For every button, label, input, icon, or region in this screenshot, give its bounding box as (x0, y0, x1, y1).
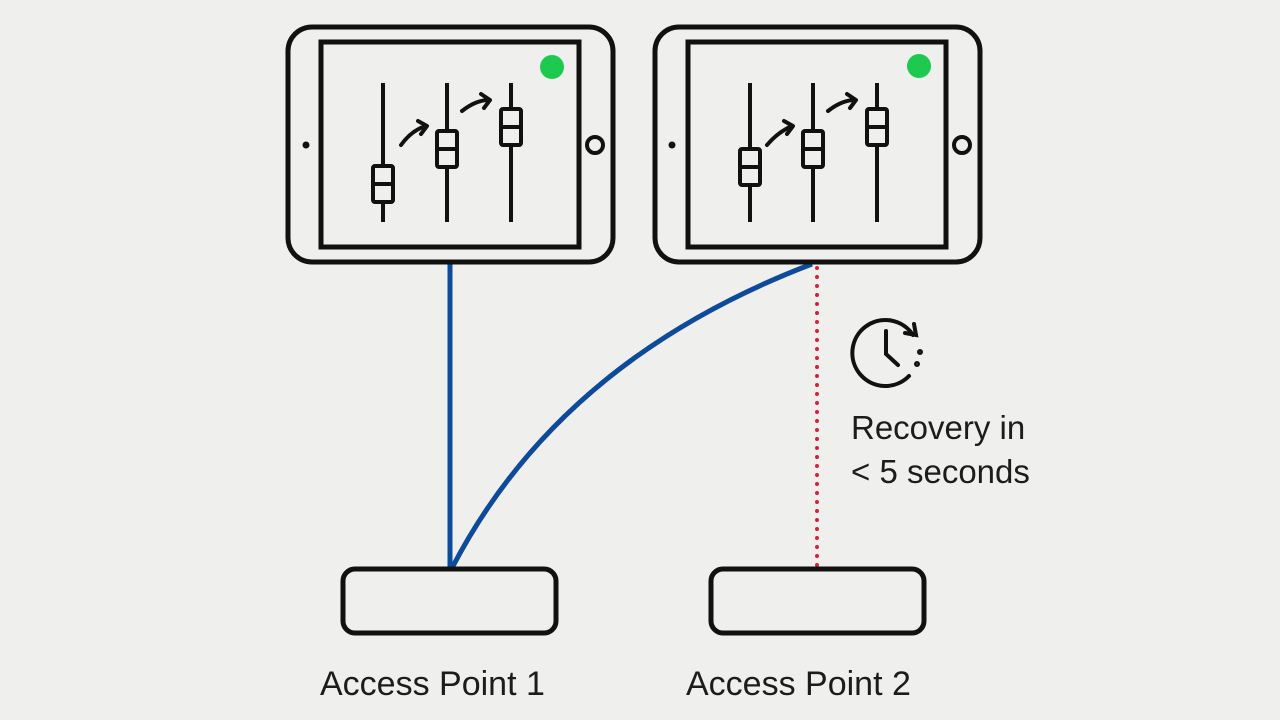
home-button-icon (585, 135, 605, 155)
home-button-icon (952, 135, 972, 155)
tablet-2 (652, 24, 983, 265)
access-point-1-label: Access Point 1 (320, 665, 545, 703)
access-point-1 (340, 566, 559, 636)
clock-refresh-icon (850, 318, 923, 388)
mixer-sliders-icon (738, 83, 889, 222)
camera-icon (668, 141, 676, 149)
mixer-sliders-icon (371, 83, 523, 222)
status-online-indicator (907, 54, 931, 78)
recovery-note: Recovery in < 5 seconds (851, 406, 1030, 494)
access-point-2 (708, 566, 927, 636)
tablet-1 (285, 24, 616, 265)
camera-icon (302, 141, 310, 149)
access-point-2-label: Access Point 2 (686, 665, 911, 703)
status-online-indicator (540, 55, 564, 79)
recovery-line-1: Recovery in (851, 409, 1026, 446)
link-tablet2-ap1 (449, 261, 813, 570)
recovery-line-2: < 5 seconds (851, 453, 1030, 490)
